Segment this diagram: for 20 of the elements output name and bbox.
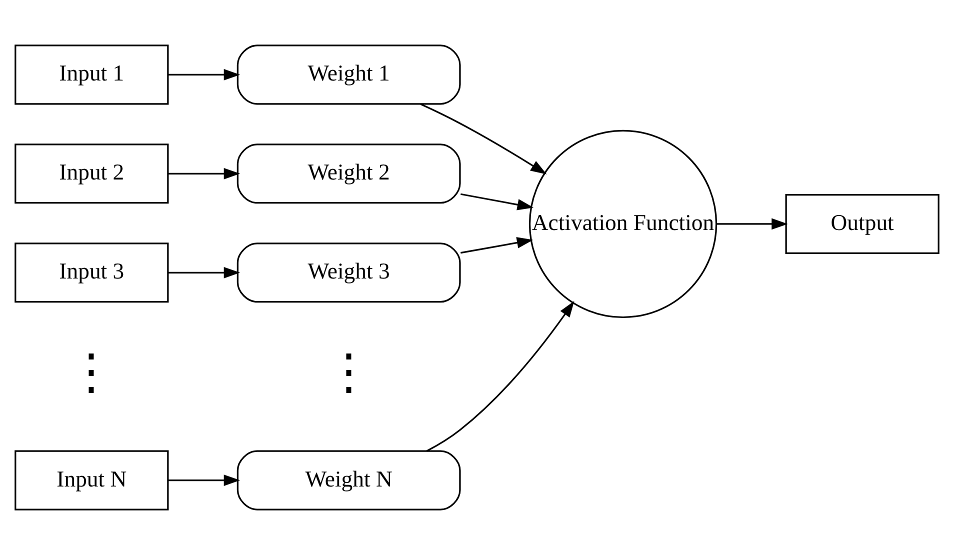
arrow — [460, 236, 534, 254]
node-box: Weight N — [236, 450, 461, 510]
label: ⋮ — [324, 345, 374, 400]
node-box: Output — [785, 193, 940, 254]
node-box: Weight 2 — [236, 143, 461, 204]
node-box: Input 2 — [14, 143, 169, 204]
arrow — [460, 192, 534, 210]
node-box: Input 3 — [14, 242, 169, 302]
node-box: Weight 1 — [236, 44, 461, 104]
arrow — [168, 474, 240, 486]
arrow — [426, 300, 574, 452]
node-box: Weight 3 — [236, 242, 461, 302]
node-box: Input 1 — [14, 44, 169, 104]
arrow — [168, 167, 240, 179]
node-box: Input N — [14, 450, 169, 510]
arrow — [716, 218, 788, 230]
arrow — [168, 266, 240, 278]
arrow — [168, 68, 240, 80]
label: ⋮ — [67, 345, 116, 400]
arrow — [420, 102, 547, 174]
